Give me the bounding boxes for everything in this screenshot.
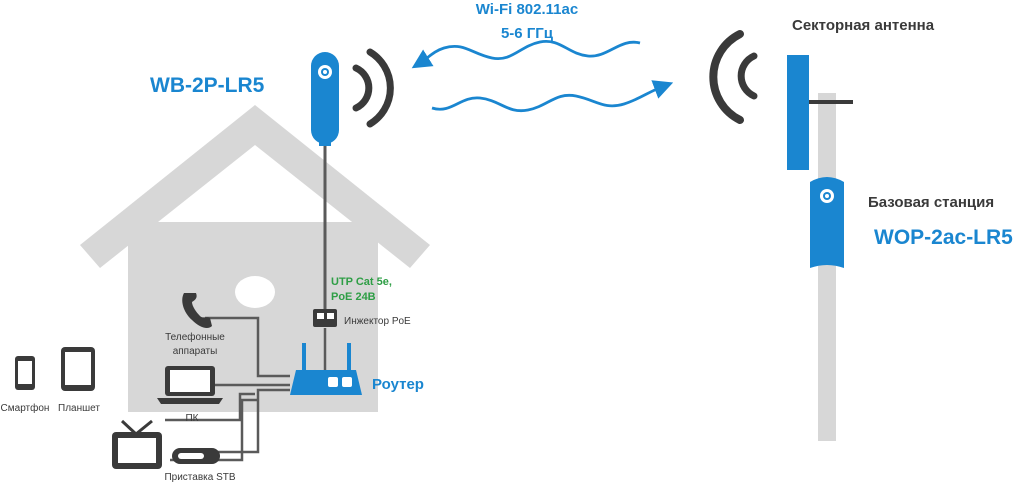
base-station-icon xyxy=(810,177,844,268)
client-device-label: WB-2P-LR5 xyxy=(150,74,265,97)
base-model-label: WOP-2ac-LR5 xyxy=(874,226,1013,249)
stb-label: Приставка STB xyxy=(164,472,235,483)
router-icon xyxy=(290,343,362,395)
phones-label-line2: аппараты xyxy=(173,346,218,357)
router-label: Роутер xyxy=(372,376,424,393)
wavy-arrow-icon xyxy=(411,39,674,113)
signal-waves-icon xyxy=(352,48,394,128)
phone-handset-icon xyxy=(182,293,212,328)
base-station-label: Базовая станция xyxy=(868,194,994,211)
ethernet-port-icon xyxy=(313,309,337,327)
cable-type-label: UTP Cat 5e, xyxy=(331,276,392,288)
wifi-band-label: 5-6 ГГц xyxy=(501,25,554,42)
tablet-label: Планшет xyxy=(58,403,100,414)
sector-antenna-label: Секторная антенна xyxy=(792,17,935,34)
antenna-radome-icon xyxy=(311,52,339,146)
cable-poe-label: PoE 24В xyxy=(331,291,376,303)
phones-label-line1: Телефонные xyxy=(165,331,225,343)
pc-label: ПК xyxy=(185,413,198,424)
mast-icon xyxy=(808,93,853,441)
poe-injector-label: Инжектор PoE xyxy=(344,316,411,327)
signal-waves-icon xyxy=(709,30,758,124)
sector-antenna-icon xyxy=(787,55,809,170)
house-icon xyxy=(80,105,430,412)
set-top-box-icon xyxy=(172,448,220,464)
smartphone-label: Смартфон xyxy=(1,402,50,414)
smartphone-icon xyxy=(15,356,35,390)
wifi-standard-label: Wi-Fi 802.11ac xyxy=(476,1,578,18)
laptop-icon xyxy=(157,366,223,404)
tablet-icon xyxy=(61,347,95,391)
tv-icon xyxy=(112,419,162,469)
network-wires xyxy=(165,316,327,462)
